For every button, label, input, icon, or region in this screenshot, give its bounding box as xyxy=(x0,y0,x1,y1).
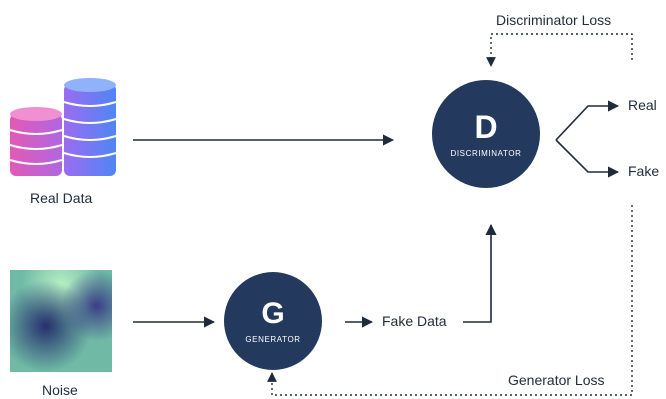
output-fake-label: Fake xyxy=(628,163,660,179)
discriminator-loss-loop xyxy=(486,33,633,67)
generator-node: G GENERATOR xyxy=(224,272,322,370)
discriminator-node: D DISCRIMINATOR xyxy=(432,80,540,188)
discriminator-name: DISCRIMINATOR xyxy=(450,148,522,158)
arrow-to-real xyxy=(555,100,620,141)
arrow-to-fake xyxy=(555,139,620,178)
generator-loss-label: Generator Loss xyxy=(508,372,605,388)
arrow-fake-data-to-discriminator xyxy=(463,223,497,323)
generator-letter: G xyxy=(261,296,285,330)
real-data-label: Real Data xyxy=(30,190,93,206)
generator-name: GENERATOR xyxy=(245,334,301,344)
discriminator-loss-label: Discriminator Loss xyxy=(496,12,612,28)
fake-data-label: Fake Data xyxy=(382,313,447,329)
noise-label: Noise xyxy=(42,382,78,398)
output-real-label: Real xyxy=(628,97,657,113)
noise-gradient-icon xyxy=(10,270,112,372)
discriminator-letter: D xyxy=(474,108,498,145)
generator-loss-loop xyxy=(267,205,633,396)
database-stack-icon xyxy=(9,78,117,176)
